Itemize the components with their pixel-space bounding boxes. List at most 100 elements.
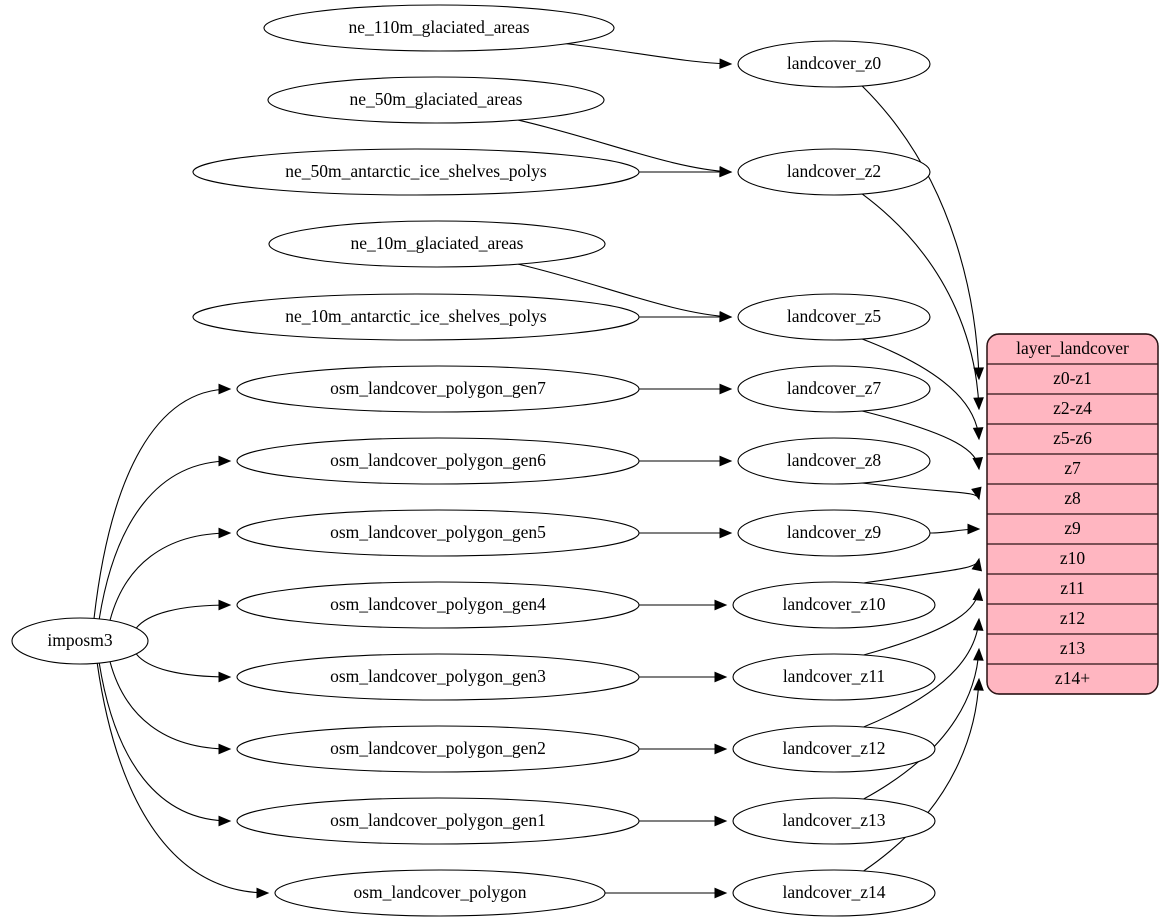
node-label-landcover_z14: landcover_z14 — [782, 882, 885, 902]
node-shape-landcover_z5 — [737, 293, 931, 341]
layer-landcover-table: layer_landcoverz0-z1z2-z4z5-z6z7z8z9z10z… — [986, 333, 1159, 695]
table-row-label-z9: z9 — [1064, 518, 1081, 538]
node-osm_landcover_polygon_gen1[interactable]: osm_landcover_polygon_gen1 — [236, 797, 640, 845]
node-label-ne_50m_antarctic_ice_shelves_polys: ne_50m_antarctic_ice_shelves_polys — [285, 161, 547, 181]
node-osm_landcover_polygon_gen3[interactable]: osm_landcover_polygon_gen3 — [236, 653, 640, 701]
table-outline — [986, 333, 1159, 695]
node-osm_landcover_polygon_gen5[interactable]: osm_landcover_polygon_gen5 — [236, 509, 640, 557]
edge-arrowhead — [967, 523, 981, 535]
edge-imposm3-to-osm_landcover_polygon_gen1 — [98, 662, 231, 822]
node-landcover_z8[interactable]: landcover_z8 — [737, 437, 931, 485]
node-landcover_z7[interactable]: landcover_z7 — [737, 365, 931, 413]
node-label-landcover_z12: landcover_z12 — [782, 738, 885, 758]
edge-arrowhead — [972, 587, 984, 601]
edge-arrowhead — [218, 743, 232, 755]
node-shape-landcover_z2 — [737, 148, 931, 196]
edge-ne_10m_glaciated_areas-to-landcover_z5 — [517, 263, 732, 318]
table-row-label-z11: z11 — [1060, 578, 1085, 598]
node-label-ne_50m_glaciated_areas: ne_50m_glaciated_areas — [350, 89, 523, 109]
table-row-label-z12: z12 — [1060, 608, 1085, 628]
node-osm_landcover_polygon_gen7[interactable]: osm_landcover_polygon_gen7 — [236, 365, 640, 413]
edge-imposm3-to-osm_landcover_polygon_gen2 — [109, 661, 231, 750]
edge-arrowhead — [218, 383, 232, 395]
edge-arrowhead — [218, 527, 232, 539]
node-shape-osm_landcover_polygon_gen4 — [236, 581, 640, 629]
node-label-osm_landcover_polygon_gen5: osm_landcover_polygon_gen5 — [330, 522, 546, 542]
table-title: layer_landcover — [1016, 338, 1129, 358]
node-ne_10m_glaciated_areas[interactable]: ne_10m_glaciated_areas — [268, 220, 606, 268]
node-label-imposm3: imposm3 — [47, 630, 112, 650]
node-osm_landcover_polygon_gen2[interactable]: osm_landcover_polygon_gen2 — [236, 725, 640, 773]
node-label-landcover_z11: landcover_z11 — [783, 666, 885, 686]
edge-landcover_z0-to-table-z0-z1 — [861, 85, 980, 380]
edge-arrowhead — [714, 599, 728, 611]
node-landcover_z5[interactable]: landcover_z5 — [737, 293, 931, 341]
node-shape-osm_landcover_polygon_gen5 — [236, 509, 640, 557]
node-landcover_z13[interactable]: landcover_z13 — [732, 797, 936, 845]
table-row-label-z0-z1: z0-z1 — [1053, 368, 1092, 388]
edge-arrowhead — [971, 557, 983, 572]
node-shape-landcover_z7 — [737, 365, 931, 413]
node-shape-ne_10m_antarctic_ice_shelves_polys — [192, 293, 640, 341]
node-label-landcover_z10: landcover_z10 — [782, 594, 885, 614]
node-shape-landcover_z11 — [732, 653, 936, 701]
node-osm_landcover_polygon_gen6[interactable]: osm_landcover_polygon_gen6 — [236, 437, 640, 485]
node-osm_landcover_polygon_gen4[interactable]: osm_landcover_polygon_gen4 — [236, 581, 640, 629]
edge-imposm3-to-osm_landcover_polygon_gen3 — [135, 653, 231, 678]
node-label-osm_landcover_polygon_gen2: osm_landcover_polygon_gen2 — [330, 738, 546, 758]
edge-arrowhead — [972, 427, 984, 441]
node-ne_50m_glaciated_areas[interactable]: ne_50m_glaciated_areas — [267, 76, 605, 124]
node-imposm3[interactable]: imposm3 — [11, 617, 149, 665]
edges-layer — [93, 43, 985, 899]
node-label-landcover_z7: landcover_z7 — [787, 378, 882, 398]
node-landcover_z12[interactable]: landcover_z12 — [732, 725, 936, 773]
node-landcover_z9[interactable]: landcover_z9 — [737, 509, 931, 557]
edge-arrowhead — [218, 815, 232, 827]
node-shape-landcover_z0 — [737, 40, 931, 88]
node-ne_10m_antarctic_ice_shelves_polys[interactable]: ne_10m_antarctic_ice_shelves_polys — [192, 293, 640, 341]
edge-arrowhead — [218, 599, 232, 611]
edge-arrowhead — [714, 743, 728, 755]
edge-arrowhead — [719, 166, 733, 178]
edge-arrowhead — [973, 367, 985, 381]
node-landcover_z14[interactable]: landcover_z14 — [732, 869, 936, 917]
edge-landcover_z10-to-table-z10 — [863, 558, 980, 584]
edge-arrowhead — [719, 383, 733, 395]
edge-landcover_z8-to-table-z8 — [862, 482, 980, 500]
node-shape-landcover_z13 — [732, 797, 936, 845]
node-landcover_z2[interactable]: landcover_z2 — [737, 148, 931, 196]
node-shape-ne_50m_antarctic_ice_shelves_polys — [192, 148, 640, 196]
node-label-landcover_z2: landcover_z2 — [787, 161, 881, 181]
edge-arrowhead — [973, 397, 984, 411]
node-label-landcover_z13: landcover_z13 — [782, 810, 885, 830]
node-shape-imposm3 — [11, 617, 149, 665]
edge-arrowhead — [719, 455, 733, 467]
node-shape-landcover_z10 — [732, 581, 936, 629]
node-ne_50m_antarctic_ice_shelves_polys[interactable]: ne_50m_antarctic_ice_shelves_polys — [192, 148, 640, 196]
edge-landcover_z14-to-table-z14+ — [863, 678, 980, 872]
node-ne_110m_glaciated_areas[interactable]: ne_110m_glaciated_areas — [263, 4, 615, 52]
node-label-landcover_z5: landcover_z5 — [787, 306, 882, 326]
edge-ne_110m_glaciated_areas-to-landcover_z0 — [566, 43, 732, 65]
edge-arrowhead — [218, 671, 232, 683]
node-landcover_z11[interactable]: landcover_z11 — [732, 653, 936, 701]
node-label-osm_landcover_polygon_gen7: osm_landcover_polygon_gen7 — [330, 378, 546, 398]
node-shape-ne_50m_glaciated_areas — [267, 76, 605, 124]
edge-ne_50m_glaciated_areas-to-landcover_z2 — [518, 119, 732, 173]
node-label-ne_10m_glaciated_areas: ne_10m_glaciated_areas — [351, 233, 524, 253]
edge-arrowhead — [972, 617, 984, 631]
node-shape-osm_landcover_polygon_gen3 — [236, 653, 640, 701]
node-label-osm_landcover_polygon_gen4: osm_landcover_polygon_gen4 — [330, 594, 546, 614]
edge-imposm3-to-osm_landcover_polygon_gen6 — [98, 460, 231, 620]
table-row-label-z8: z8 — [1064, 488, 1081, 508]
edge-landcover_z2-to-table-z2-z4 — [861, 193, 980, 410]
node-label-landcover_z8: landcover_z8 — [787, 450, 882, 470]
node-landcover_z10[interactable]: landcover_z10 — [732, 581, 936, 629]
node-shape-osm_landcover_polygon_gen2 — [236, 725, 640, 773]
edge-arrowhead — [719, 58, 733, 70]
table-row-label-z2-z4: z2-z4 — [1053, 398, 1092, 418]
node-landcover_z0[interactable]: landcover_z0 — [737, 40, 931, 88]
node-osm_landcover_polygon[interactable]: osm_landcover_polygon — [274, 869, 606, 917]
